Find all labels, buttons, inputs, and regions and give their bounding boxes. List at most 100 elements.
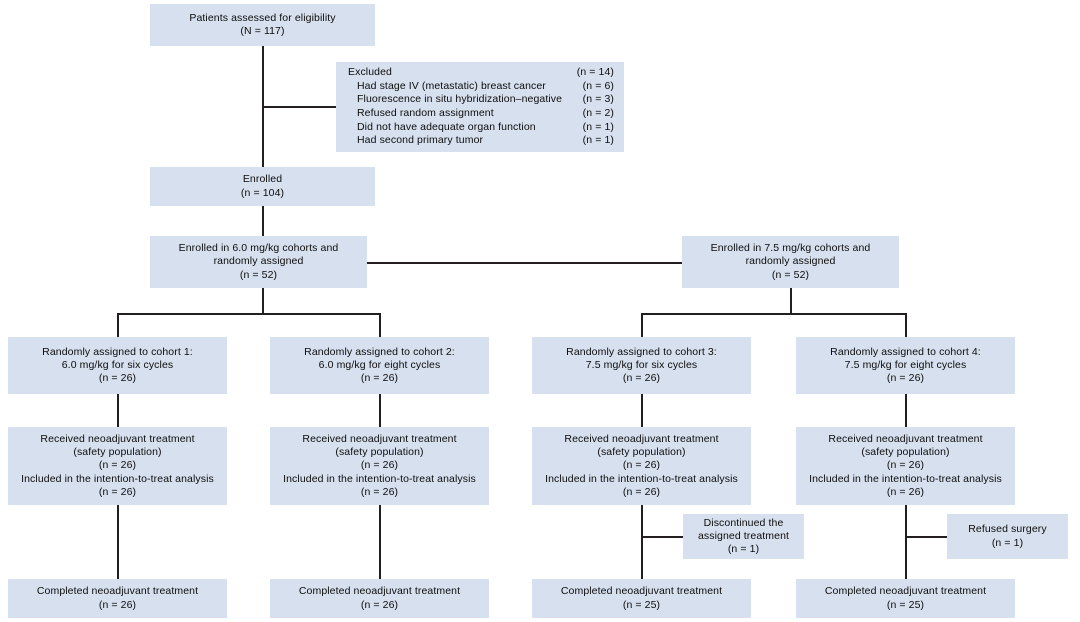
assessed-line-2: (N = 117): [240, 25, 285, 37]
excluded-row-value: (n = 3): [582, 93, 614, 106]
cohort1-received-line-2: (safety population): [73, 446, 162, 459]
cohort1-received-line-3: (n = 26): [98, 459, 137, 472]
cohort4-assign-line-2: 7.5 mg/kg for eight cycles: [844, 358, 967, 371]
cohort4-assign-line-1: Randomly assigned to cohort 4:: [830, 345, 981, 358]
arm1-line-3: (n = 52): [239, 268, 278, 281]
connector-arm1-down: [262, 287, 264, 314]
excluded-row-value: (n = 14): [576, 66, 614, 79]
cohort4-received-line-5: (n = 26): [886, 485, 925, 498]
cohort3-received-line-3: (n = 26): [622, 459, 661, 472]
excluded-row-label: Had second primary tumor: [357, 134, 484, 147]
connector-cohort3-assign-to-received: [641, 394, 643, 427]
connector-cohort4-assign-to-received: [905, 394, 907, 427]
arm2-line-1: Enrolled in 7.5 mg/kg cohorts and: [710, 242, 871, 255]
cohort4-received-line-2: (safety population): [861, 446, 950, 459]
box-cohort4-received: Received neoadjuvant treatment (safety p…: [796, 427, 1015, 505]
excluded-row: Had stage IV (metastatic) breast cancer …: [348, 80, 614, 94]
cohort1-assign-line-3: (n = 26): [98, 372, 137, 385]
excluded-row-value: (n = 1): [582, 120, 614, 133]
connector-cohort1-assign-to-received: [117, 394, 119, 427]
connector-arm2-split: [641, 313, 906, 315]
cohort4-assign-line-3: (n = 26): [886, 372, 925, 385]
cohort4-completed-line-2: (n = 25): [886, 598, 925, 611]
refused-surgery-line-1: Refused surgery: [968, 523, 1047, 536]
cohort2-received-line-5: (n = 26): [360, 485, 399, 498]
connector-to-excluded-box: [262, 106, 336, 108]
cohort1-completed-line-2: (n = 26): [98, 598, 137, 611]
excluded-row-label: Excluded: [348, 66, 392, 79]
box-cohort2-completed: Completed neoadjuvant treatment (n = 26): [270, 579, 489, 618]
cohort3-received-line-4: Included in the intention-to-treat analy…: [545, 472, 738, 485]
excluded-row: Had second primary tumor (n = 1): [348, 134, 614, 148]
cohort1-received-line-1: Received neoadjuvant treatment: [40, 432, 195, 445]
connector-cohort3-received-to-completed: [641, 505, 643, 579]
cohort3-assign-line-2: 7.5 mg/kg for six cycles: [585, 358, 698, 371]
cohort3-received-line-1: Received neoadjuvant treatment: [564, 432, 719, 445]
connector-arm2-to-cohort4: [905, 313, 907, 337]
refused-surgery-line-2: (n = 1): [991, 536, 1024, 549]
cohort1-received-line-5: (n = 26): [98, 485, 137, 498]
arm1-line-1: Enrolled in 6.0 mg/kg cohorts and: [178, 242, 339, 255]
connector-enrolled-down: [262, 205, 264, 238]
cohort4-completed-line-1: Completed neoadjuvant treatment: [824, 585, 987, 598]
cohort2-received-line-1: Received neoadjuvant treatment: [302, 432, 457, 445]
connector-cohort2-received-to-completed: [379, 505, 381, 579]
box-cohort1-received: Received neoadjuvant treatment (safety p…: [8, 427, 227, 505]
enrolled-line-2: (n = 104): [240, 186, 285, 199]
box-cohort1-completed: Completed neoadjuvant treatment (n = 26): [8, 579, 227, 618]
excluded-row-label: Fluorescence in situ hybridization–negat…: [357, 93, 563, 106]
connector-arm1-split: [117, 313, 380, 315]
box-cohort3-completed: Completed neoadjuvant treatment (n = 25): [532, 579, 751, 618]
cohort1-completed-line-1: Completed neoadjuvant treatment: [36, 585, 199, 598]
cohort3-completed-line-2: (n = 25): [622, 598, 661, 611]
connector-to-discontinued-box: [641, 536, 683, 538]
cohort3-completed-line-1: Completed neoadjuvant treatment: [560, 585, 723, 598]
cohort1-assign-line-2: 6.0 mg/kg for six cycles: [61, 358, 174, 371]
excluded-row-label: Did not have adequate organ function: [357, 120, 536, 133]
excluded-row: Did not have adequate organ function (n …: [348, 121, 614, 135]
cohort3-assign-line-3: (n = 26): [622, 372, 661, 385]
connector-cohort1-received-to-completed: [117, 505, 119, 579]
connector-arm1-to-cohort2: [379, 313, 381, 337]
discontinued-line-3: (n = 1): [727, 543, 760, 556]
box-patients-assessed: Patients assessed for eligibility (N = 1…: [150, 4, 375, 46]
connector-cohort4-received-to-completed: [905, 505, 907, 579]
box-cohort3-discontinued: Discontinued the assigned treatment (n =…: [683, 514, 804, 559]
excluded-row-value: (n = 1): [582, 134, 614, 147]
box-cohort1-assignment: Randomly assigned to cohort 1: 6.0 mg/kg…: [8, 337, 227, 394]
excluded-row-label: Refused random assignment: [357, 107, 494, 119]
connector-arm1-to-cohort1: [117, 313, 119, 337]
enrolled-line-1: Enrolled: [242, 173, 283, 186]
connector-arm2-to-cohort3: [641, 313, 643, 337]
box-arm-6-0-mgkg: Enrolled in 6.0 mg/kg cohorts and random…: [150, 236, 367, 288]
excluded-row: Excluded (n = 14): [348, 66, 614, 80]
cohort1-received-line-4: Included in the intention-to-treat analy…: [21, 472, 214, 485]
connector-cohort2-assign-to-received: [379, 394, 381, 427]
box-cohort2-assignment: Randomly assigned to cohort 2: 6.0 mg/kg…: [270, 337, 489, 394]
connector-arm2-down: [790, 287, 792, 314]
box-cohort2-received: Received neoadjuvant treatment (safety p…: [270, 427, 489, 505]
excluded-row: Fluorescence in situ hybridization–negat…: [348, 93, 614, 107]
connector-to-refused-surgery-box: [905, 536, 947, 538]
cohort3-assign-line-1: Randomly assigned to cohort 3:: [566, 345, 717, 358]
cohort2-assign-line-1: Randomly assigned to cohort 2:: [304, 345, 455, 358]
cohort3-received-line-2: (safety population): [597, 446, 686, 459]
cohort3-received-line-5: (n = 26): [622, 485, 661, 498]
discontinued-line-2: assigned treatment: [697, 529, 790, 542]
box-cohort4-refused-surgery: Refused surgery (n = 1): [947, 514, 1068, 559]
box-cohort3-received: Received neoadjuvant treatment (safety p…: [532, 427, 751, 505]
box-arm-7-5-mgkg: Enrolled in 7.5 mg/kg cohorts and random…: [682, 236, 899, 288]
excluded-row-value: (n = 6): [582, 79, 614, 92]
connector-arm-to-arm: [366, 262, 790, 264]
arm2-line-3: (n = 52): [771, 268, 810, 281]
discontinued-line-1: Discontinued the: [703, 516, 784, 529]
cohort2-received-line-4: Included in the intention-to-treat analy…: [283, 472, 476, 485]
box-cohort4-completed: Completed neoadjuvant treatment (n = 25): [796, 579, 1015, 618]
excluded-row-label: Had stage IV (metastatic) breast cancer: [357, 79, 546, 92]
excluded-row-value: (n = 2): [582, 107, 614, 119]
cohort4-received-line-3: (n = 26): [886, 459, 925, 472]
cohort2-assign-line-3: (n = 26): [360, 372, 399, 385]
cohort2-received-line-3: (n = 26): [360, 459, 399, 472]
assessed-line-1: Patients assessed for eligibility: [189, 11, 336, 24]
